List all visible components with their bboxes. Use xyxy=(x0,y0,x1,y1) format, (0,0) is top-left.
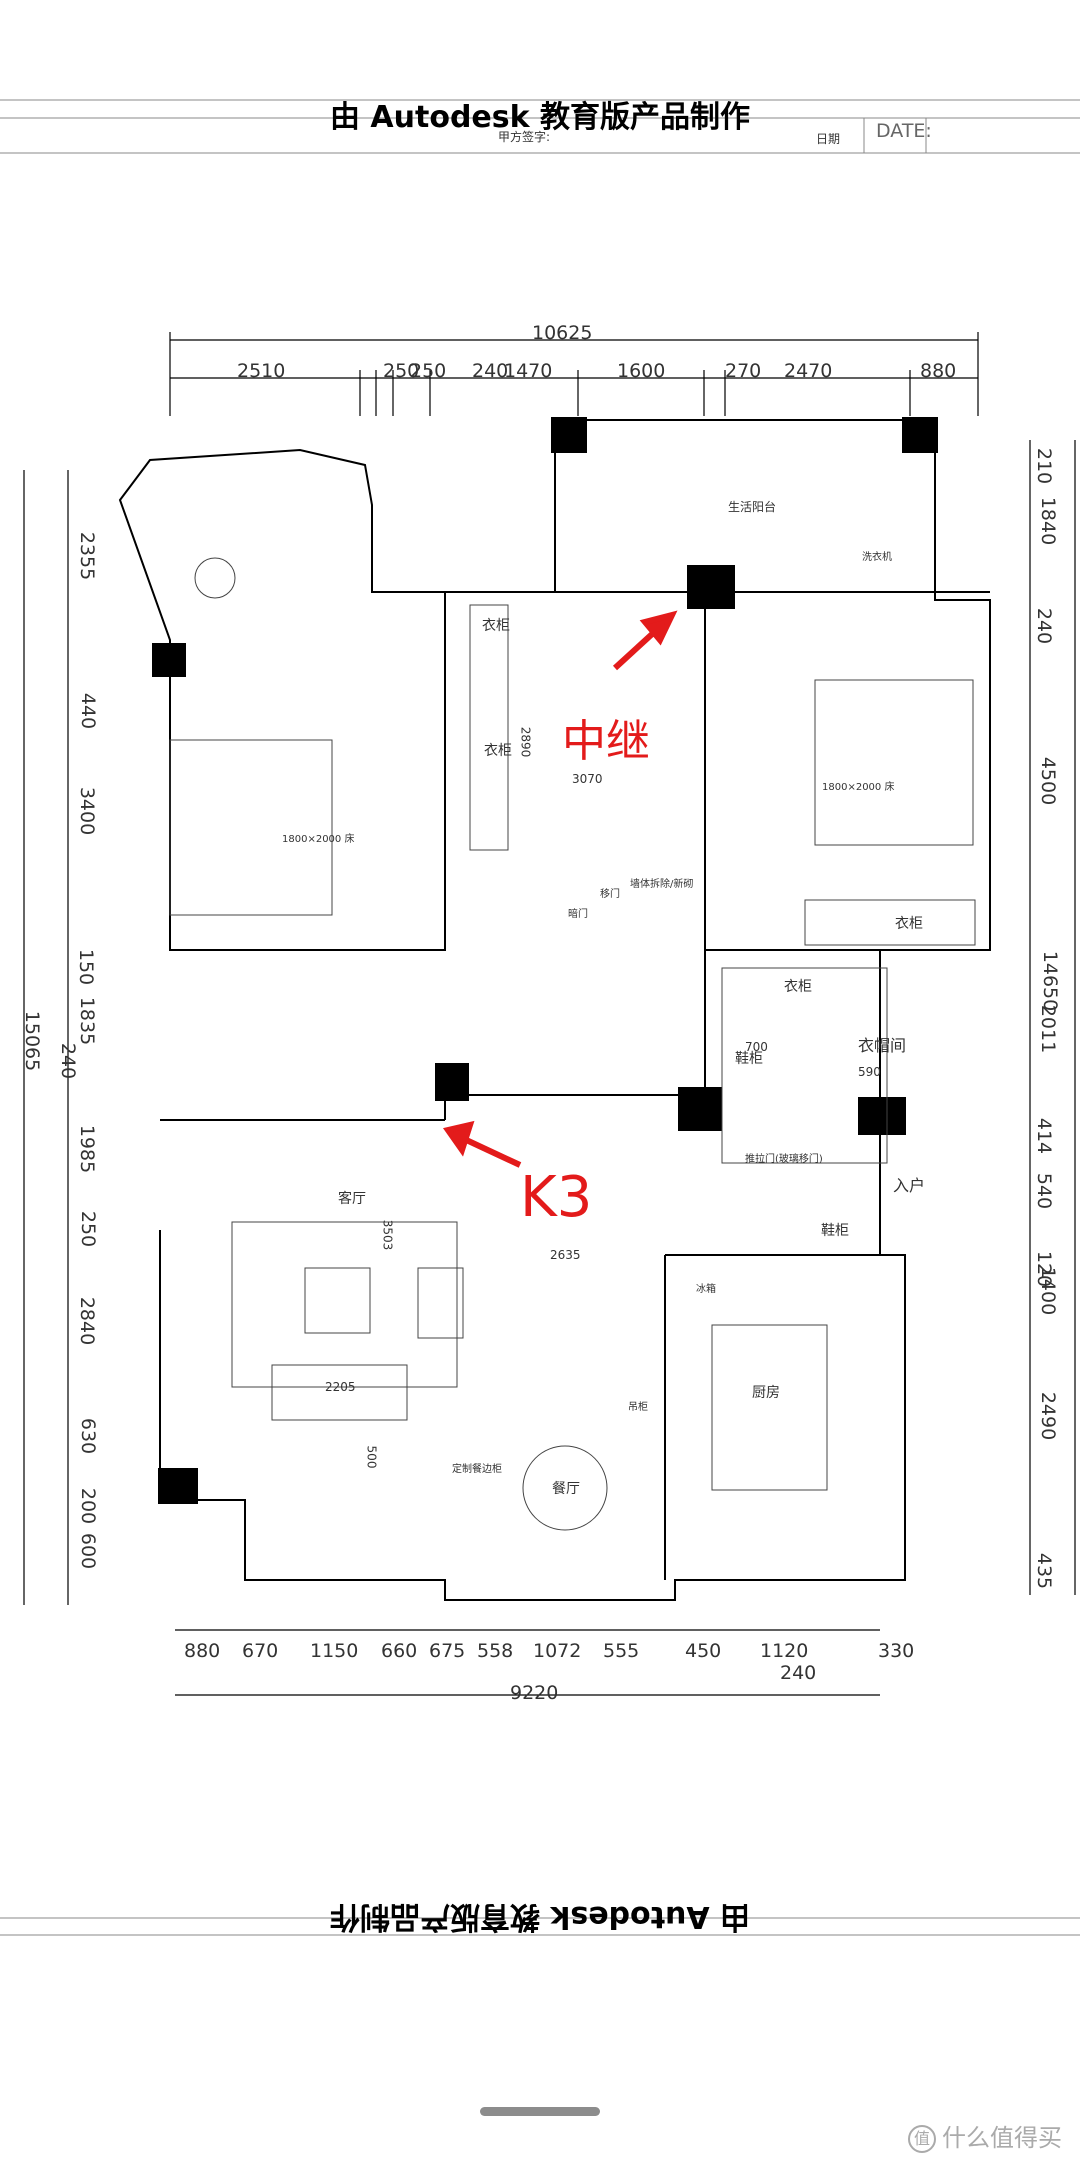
party-a-signature-label: 甲方签字: xyxy=(498,130,551,144)
dimension-interior: 2635 xyxy=(550,1248,581,1262)
dimension-top-segment: 2510 xyxy=(237,360,286,382)
dimension-left-segment: 2355 xyxy=(76,531,99,581)
dimension-bottom-extra: 240 xyxy=(780,1662,817,1684)
dimension-interior: 500 xyxy=(364,1445,379,1469)
furniture xyxy=(169,557,976,1531)
dimension-right-segment: 1840 xyxy=(1037,496,1060,546)
room-label-shoe-cabinet: 鞋柜 xyxy=(735,1051,763,1067)
note-sliding-door: 推拉门(玻璃移门) xyxy=(745,1154,823,1165)
walls xyxy=(118,419,991,1601)
dimension-interior: 590 xyxy=(858,1065,881,1079)
structural-columns xyxy=(152,417,938,1504)
dimension-left-segment: 440 xyxy=(77,692,100,730)
dimension-bottom-segment: 1072 xyxy=(533,1640,582,1662)
dimension-left-total: 15065 xyxy=(21,1010,44,1072)
room-label-kitchen: 厨房 xyxy=(752,1385,780,1401)
room-label-balcony: 生活阳台 xyxy=(728,500,777,514)
dimension-interior: 700 xyxy=(745,1040,768,1054)
dimension-right-segment: 2011 xyxy=(1037,1004,1060,1054)
dimension-left-segment: 600 xyxy=(77,1532,100,1570)
dimension-bottom-segment: 675 xyxy=(429,1640,466,1662)
date-cn-label: 日期 xyxy=(816,132,841,146)
dimension-left-segment: 630 xyxy=(77,1417,100,1455)
dimension-top-segment: 270 xyxy=(725,360,762,382)
annotation-arrows xyxy=(442,610,678,1168)
dimension-left-segment: 200 xyxy=(77,1487,100,1525)
dimension-top-segment: 1470 xyxy=(504,360,553,382)
home-indicator[interactable] xyxy=(480,2107,600,2116)
dimension-right-segment: 240 xyxy=(1033,607,1056,645)
note-move-door: 移门 xyxy=(600,889,620,900)
title-block xyxy=(0,99,1080,1936)
dimension-right-segment: 540 xyxy=(1033,1172,1056,1210)
brand-watermark: 值什么值得买 xyxy=(908,2118,1062,2153)
dimension-bottom-segment: 880 xyxy=(184,1640,221,1662)
dimension-right-segment: 4500 xyxy=(1037,756,1060,806)
annotation-relay: 中继 xyxy=(562,716,650,767)
dimension-right-segment: 210 xyxy=(1033,447,1056,485)
dimension-left-segment: 1835 xyxy=(76,996,99,1046)
dimension-right-segment: 414 xyxy=(1033,1117,1056,1155)
date-en-label: DATE: xyxy=(876,120,932,142)
dimension-left-segment: 2840 xyxy=(76,1296,99,1346)
note-washer: 洗衣机 xyxy=(862,552,892,563)
dimension-left-segment: 250 xyxy=(77,1210,100,1248)
room-label-wardrobe: 衣柜 xyxy=(895,916,923,932)
dimension-right-segment: 435 xyxy=(1033,1552,1056,1590)
dimension-top-segment: 880 xyxy=(920,360,957,382)
dimension-right-segment: 2490 xyxy=(1037,1391,1060,1441)
dimension-bottom-segment: 1120 xyxy=(760,1640,809,1662)
note-cabinet: 吊柜 xyxy=(628,1402,648,1413)
room-label-cloakroom: 衣帽间 xyxy=(858,1036,907,1055)
dimension-top-segment: 2470 xyxy=(784,360,833,382)
note-wall: 墙体拆除/新砌 xyxy=(630,879,694,890)
dimension-top-total: 10625 xyxy=(532,322,593,344)
dimension-left-segment: 240 xyxy=(57,1042,80,1080)
room-label-wardrobe: 衣柜 xyxy=(784,979,812,995)
dimension-interior: 2205 xyxy=(325,1380,356,1394)
dimension-bottom-segment: 670 xyxy=(242,1640,279,1662)
dimension-bottom-segment: 555 xyxy=(603,1640,640,1662)
dimension-interior: 3070 xyxy=(572,772,603,786)
room-label-entrance: 入户 xyxy=(893,1176,926,1195)
room-label-living-room: 客厅 xyxy=(338,1191,366,1207)
dimension-left-segment: 3400 xyxy=(76,786,99,836)
dimension-interior: 3503 xyxy=(380,1219,395,1251)
autodesk-watermark-mirrored: 由 Autodesk 教育版产品制作 xyxy=(329,1899,751,1934)
note-dining: 定制餐边柜 xyxy=(452,1464,502,1475)
room-label-dining-room: 餐厅 xyxy=(552,1481,580,1497)
room-label-wardrobe: 衣柜 xyxy=(484,743,512,759)
dimension-bottom-segment: 330 xyxy=(878,1640,915,1662)
dimension-bottom-segment: 660 xyxy=(381,1640,418,1662)
dimension-bottom-segment: 558 xyxy=(477,1640,514,1662)
note-pocket-door: 暗门 xyxy=(568,909,588,920)
brand-logo-icon: 值 xyxy=(908,2125,936,2153)
dimension-interior: 2890 xyxy=(518,726,533,758)
dimension-right-segment: 120 xyxy=(1033,1250,1056,1288)
note-fridge: 冰箱 xyxy=(696,1284,716,1295)
dimension-bottom-segment: 450 xyxy=(685,1640,722,1662)
dimension-right-total: 14650 xyxy=(1039,950,1062,1012)
dimension-left-segment: 150 xyxy=(75,948,98,986)
note-bed-right: 1800×2000 床 xyxy=(822,782,895,793)
autodesk-watermark: 由 Autodesk 教育版产品制作 xyxy=(329,100,751,135)
dimension-bottom-segment: 1150 xyxy=(310,1640,359,1662)
dimension-left-segment: 1985 xyxy=(76,1124,99,1174)
dimension-top-segment: 250 xyxy=(410,360,447,382)
dimension-lines xyxy=(23,332,1076,1696)
room-label-wardrobe: 衣柜 xyxy=(482,618,510,634)
annotation-k3: K3 xyxy=(520,1165,593,1230)
dimension-bottom-total: 9220 xyxy=(510,1682,559,1704)
dimension-top-segment: 1600 xyxy=(617,360,666,382)
dimension-top-segment: 250 xyxy=(383,360,420,382)
room-label-shoe-cabinet: 鞋柜 xyxy=(821,1223,849,1239)
note-bed-left: 1800×2000 床 xyxy=(282,834,355,845)
dimension-top-segment: 240 xyxy=(472,360,509,382)
brand-name: 什么值得买 xyxy=(942,2124,1062,2152)
